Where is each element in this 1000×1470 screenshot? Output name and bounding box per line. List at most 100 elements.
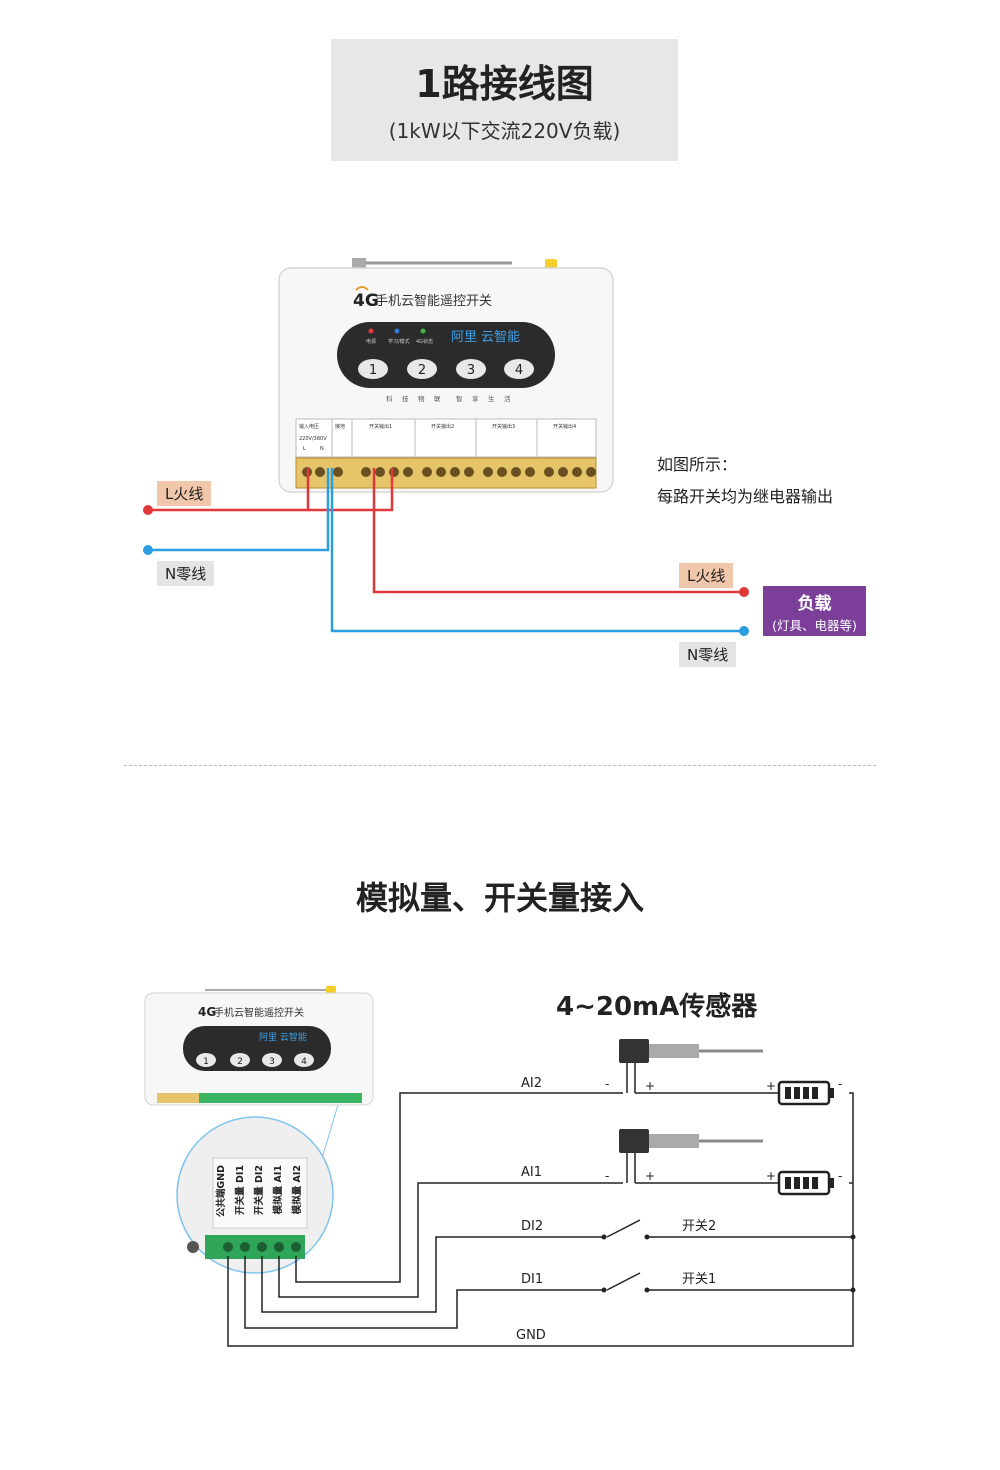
svg-text:科: 科 [386,394,393,403]
svg-text:4: 4 [301,1057,307,1067]
control-panel [337,322,555,388]
voltage-label: 220V/380V [299,436,327,442]
terminal-label-out2: 开关输出2 [431,423,454,430]
button-1-label: 1 [369,363,377,378]
sensor-ai1-plus: + [645,1169,655,1183]
battery-ai1-plus: + [766,1169,776,1183]
page-subtitle: (1kW以下交流220V负载) [388,119,621,143]
antenna-connector [545,259,557,269]
note-line-2: 每路开关均为继电器输出 [657,487,834,506]
output-live-tag: L火线 [679,563,734,588]
button-4-label: 4 [515,363,523,378]
sensor-ai2-plus: + [645,1079,655,1093]
neutral-output-dot [739,626,749,636]
note-line-1: 如图所示： [657,455,738,474]
terminal-label-out1: 开关输出1 [369,423,392,430]
slogan: 科 技 物 联 智 享 生 活 [386,394,511,403]
battery-ai2-minus: - [838,1077,842,1091]
led-label-4g: 4G状态 [416,338,433,345]
zoom-label-di1: 开关量 DI1 [234,1165,246,1215]
button-3[interactable] [456,359,486,379]
sensor-title: 4~20mA传感器 [556,992,758,1022]
wiring-diagram-2: 4G 手机云智能遥控开关 阿里 云智能 1 2 3 4 公共端GND 开关量 D… [144,986,856,1347]
led-4g-icon [420,328,426,334]
device-2-green-terminals [157,1093,362,1103]
battery-ai2-icon [777,1080,834,1106]
device-name: 手机云智能遥控开关 [375,294,492,309]
led-learn-icon [394,328,400,334]
wire-label-di2: DI2 [521,1219,543,1234]
device-2-brand: 阿里 云智能 [259,1031,307,1043]
input-neutral-tag: N零线 [157,561,215,586]
zoom-green-terminal [205,1235,305,1259]
logo-4g-text: 4G [353,291,379,311]
neutral-input-dot [143,545,153,555]
screw-n-icon [315,467,325,477]
sensor-ai1-minus: - [605,1169,609,1183]
load-subtitle: (灯具、电器等) [772,618,857,633]
live-wires [148,468,744,594]
screw-ground-icon [333,467,343,477]
led-label-power: 电源 [366,338,376,345]
load-box: 负载 (灯具、电器等) [763,586,866,636]
svg-text:物: 物 [418,394,425,403]
header-box: 1路接线图 (1kW以下交流220V负载) [331,39,678,161]
sensor-ai2-minus: - [605,1077,609,1091]
svg-text:联: 联 [434,394,441,403]
zoom-label-ai2: 模拟量 AI2 [291,1165,303,1214]
device-2-panel [183,1026,331,1071]
led-power-icon [368,328,374,334]
zoom-screw-icon [187,1241,199,1253]
zoom-label-ai1: 模拟量 AI1 [272,1165,284,1214]
svg-text:生: 生 [488,394,495,403]
button-group: 1 2 3 4 [358,359,534,379]
button-1[interactable] [358,359,388,379]
svg-text:享: 享 [472,394,479,403]
switch-2-lever [606,1219,641,1238]
device-2-name: 手机云智能遥控开关 [214,1006,304,1019]
neutral-wires [148,468,744,633]
sensor-ai2-icon [619,1039,763,1093]
zoom-label-gnd: 公共端GND [215,1165,227,1217]
svg-text:技: 技 [402,394,409,403]
terminal-label-out3: 开关输出3 [492,423,515,430]
wire-label-ai1: AI1 [521,1165,542,1180]
load-title: 负载 [797,594,832,614]
section2-title: 模拟量、开关量接入 [355,879,644,917]
terminal-label-l: L [303,446,306,452]
button-3-label: 3 [467,363,475,378]
wiring-diagram-1: 4G 手机云智能遥控开关 电源 学习/模式 4G状态 阿里 云智能 1 2 3 … [143,258,749,636]
wire-label-gnd: GND [516,1328,546,1343]
svg-text:智: 智 [456,394,463,403]
signal-wires [227,1092,854,1347]
switch-1-lever [606,1272,641,1291]
signal-icon [355,286,369,291]
button-2[interactable] [407,359,437,379]
live-input-dot [143,505,153,515]
battery-ai1-icon [777,1170,834,1196]
button-2-label: 2 [418,363,426,378]
terminal-label-input: 输入电压 [299,423,319,430]
led-label-learn: 学习/模式 [388,338,410,345]
sensor-ai1-icon [619,1129,763,1183]
wire-label-ai2: AI2 [521,1076,542,1091]
battery-ai1-minus: - [838,1169,842,1183]
antenna-base [352,258,366,268]
switch-2-label: 开关2 [682,1219,716,1234]
zoom-label-di2: 开关量 DI2 [253,1165,265,1215]
terminal-label-ground: 接地 [335,423,345,430]
zoom-label-strip [212,1157,308,1229]
page-title: 1路接线图 [415,62,594,106]
terminal-label-out4: 开关输出4 [553,423,576,430]
svg-text:2: 2 [237,1057,243,1067]
svg-text:活: 活 [504,394,511,403]
output-neutral-tag: N零线 [679,642,737,667]
wire-label-di1: DI1 [521,1272,543,1287]
live-output-dot [739,587,749,597]
device-2-4g: 4G [198,1005,216,1019]
button-4[interactable] [504,359,534,379]
svg-text:1: 1 [203,1057,209,1067]
terminal-label-n: N [320,446,324,452]
switch-1-label: 开关1 [682,1272,716,1287]
input-live-tag: L火线 [157,481,212,506]
